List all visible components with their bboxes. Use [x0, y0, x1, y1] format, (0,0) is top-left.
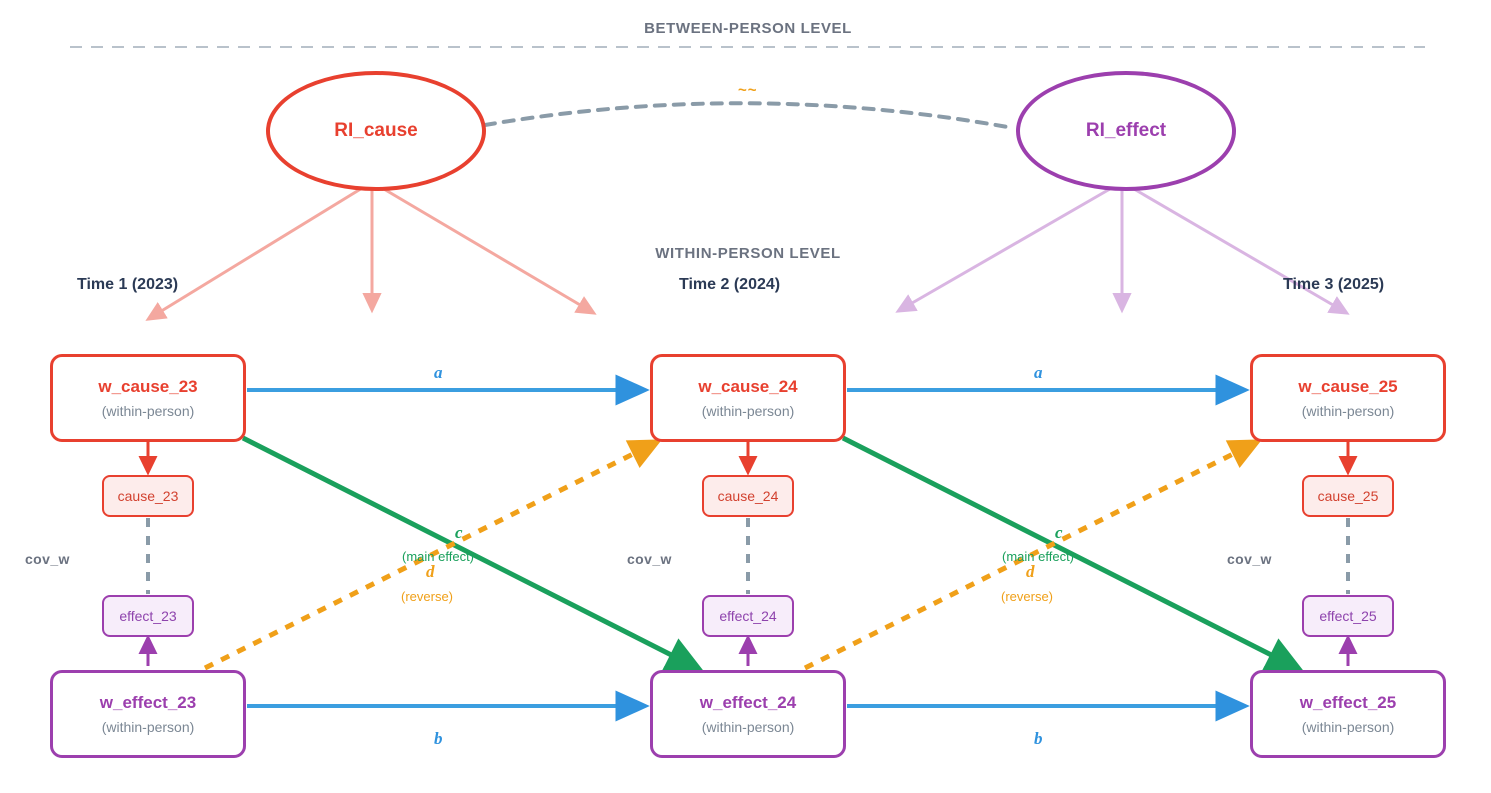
ri-cause-label: RI_cause [334, 120, 418, 141]
within-box-label: w_effect_24 [699, 692, 797, 712]
within-box-w-effect-25[interactable]: w_effect_25 (within-person) [1250, 670, 1446, 758]
path-label-d-symbol: d [1026, 562, 1035, 581]
within-box-label: w_effect_25 [1299, 692, 1397, 712]
time-label-1: Time 1 (2023) [77, 276, 179, 293]
path-label-c-note-2: (main effect) [1002, 548, 1074, 566]
loading-ricause-t1 [145, 180, 373, 321]
within-box-sublabel: (within-person) [701, 719, 795, 736]
covariance-label-t3: cov_w [1227, 551, 1272, 567]
path-label-a-symbol: a [1034, 363, 1043, 382]
observed-box-effect-23[interactable]: effect_23 [102, 595, 194, 637]
path-label-d-symbol: d [426, 562, 435, 581]
within-box-sublabel: (within-person) [101, 719, 195, 736]
within-box-label: w_effect_23 [99, 692, 197, 712]
time-label-3: Time 3 (2025) [1283, 276, 1385, 293]
within-box-label: w_cause_25 [1298, 376, 1398, 396]
path-label-c-1: c [455, 523, 463, 543]
path-label-c-note-1: (main effect) [402, 548, 474, 566]
ri-effect-node[interactable]: RI_effect [1016, 71, 1236, 191]
within-person-header: WITHIN-PERSON LEVEL [655, 245, 841, 262]
path-label-d-note: (reverse) [401, 589, 454, 604]
path-label-d-note-2: (reverse) [1001, 588, 1053, 606]
within-box-sublabel: (within-person) [101, 403, 195, 420]
path-label-b-symbol: b [434, 729, 443, 748]
observed-box-label: cause_23 [117, 488, 179, 504]
within-box-sublabel: (within-person) [701, 403, 795, 420]
ri-cause-node[interactable]: RI_cause [266, 71, 486, 191]
path-label-c-note: (main effect) [402, 549, 475, 564]
path-label-d-note-1: (reverse) [401, 588, 453, 606]
observed-box-cause-25[interactable]: cause_25 [1302, 475, 1394, 517]
within-box-w-effect-24[interactable]: w_effect_24 (within-person) [650, 670, 846, 758]
path-label-d-note: (reverse) [1001, 589, 1054, 604]
path-label-a-1: a [434, 363, 443, 383]
within-box-sublabel: (within-person) [1301, 719, 1395, 736]
observed-box-effect-24[interactable]: effect_24 [702, 595, 794, 637]
covariance-label-t1: cov_w [25, 551, 70, 567]
time-label-2: Time 2 (2024) [679, 276, 781, 293]
path-label-b-symbol: b [1034, 729, 1043, 748]
observed-box-label: effect_23 [119, 608, 177, 624]
within-box-label: w_cause_23 [98, 376, 198, 396]
within-box-w-effect-23[interactable]: w_effect_23 (within-person) [50, 670, 246, 758]
path-label-d-2: d [1026, 562, 1035, 582]
path-label-a-symbol: a [434, 363, 443, 382]
observed-box-effect-25[interactable]: effect_25 [1302, 595, 1394, 637]
within-box-w-cause-23[interactable]: w_cause_23 (within-person) [50, 354, 246, 442]
observed-box-cause-23[interactable]: cause_23 [102, 475, 194, 517]
within-box-w-cause-24[interactable]: w_cause_24 (within-person) [650, 354, 846, 442]
within-box-label: w_cause_24 [698, 376, 798, 396]
observed-box-label: cause_25 [1317, 488, 1379, 504]
path-label-c-symbol: c [455, 523, 463, 542]
between-person-header: BETWEEN-PERSON LEVEL [644, 20, 852, 37]
path-label-b-2: b [1034, 729, 1043, 749]
ri-effect-label: RI_effect [1085, 120, 1167, 141]
covariance-tilde-symbol: ~~ [738, 82, 758, 99]
within-box-w-cause-25[interactable]: w_cause_25 (within-person) [1250, 354, 1446, 442]
observed-box-label: effect_25 [1319, 608, 1377, 624]
path-label-a-2: a [1034, 363, 1043, 383]
path-label-c-2: c [1055, 523, 1063, 543]
path-label-c-note: (main effect) [1002, 549, 1075, 564]
path-label-c-symbol: c [1055, 523, 1063, 542]
observed-box-label: cause_24 [717, 488, 779, 504]
covariance-label-t2: cov_w [627, 551, 672, 567]
ri-covariance-path [483, 101, 1015, 130]
observed-box-cause-24[interactable]: cause_24 [702, 475, 794, 517]
path-label-d-1: d [426, 562, 435, 582]
observed-box-label: effect_24 [719, 608, 777, 624]
within-box-sublabel: (within-person) [1301, 403, 1395, 420]
path-label-b-1: b [434, 729, 443, 749]
